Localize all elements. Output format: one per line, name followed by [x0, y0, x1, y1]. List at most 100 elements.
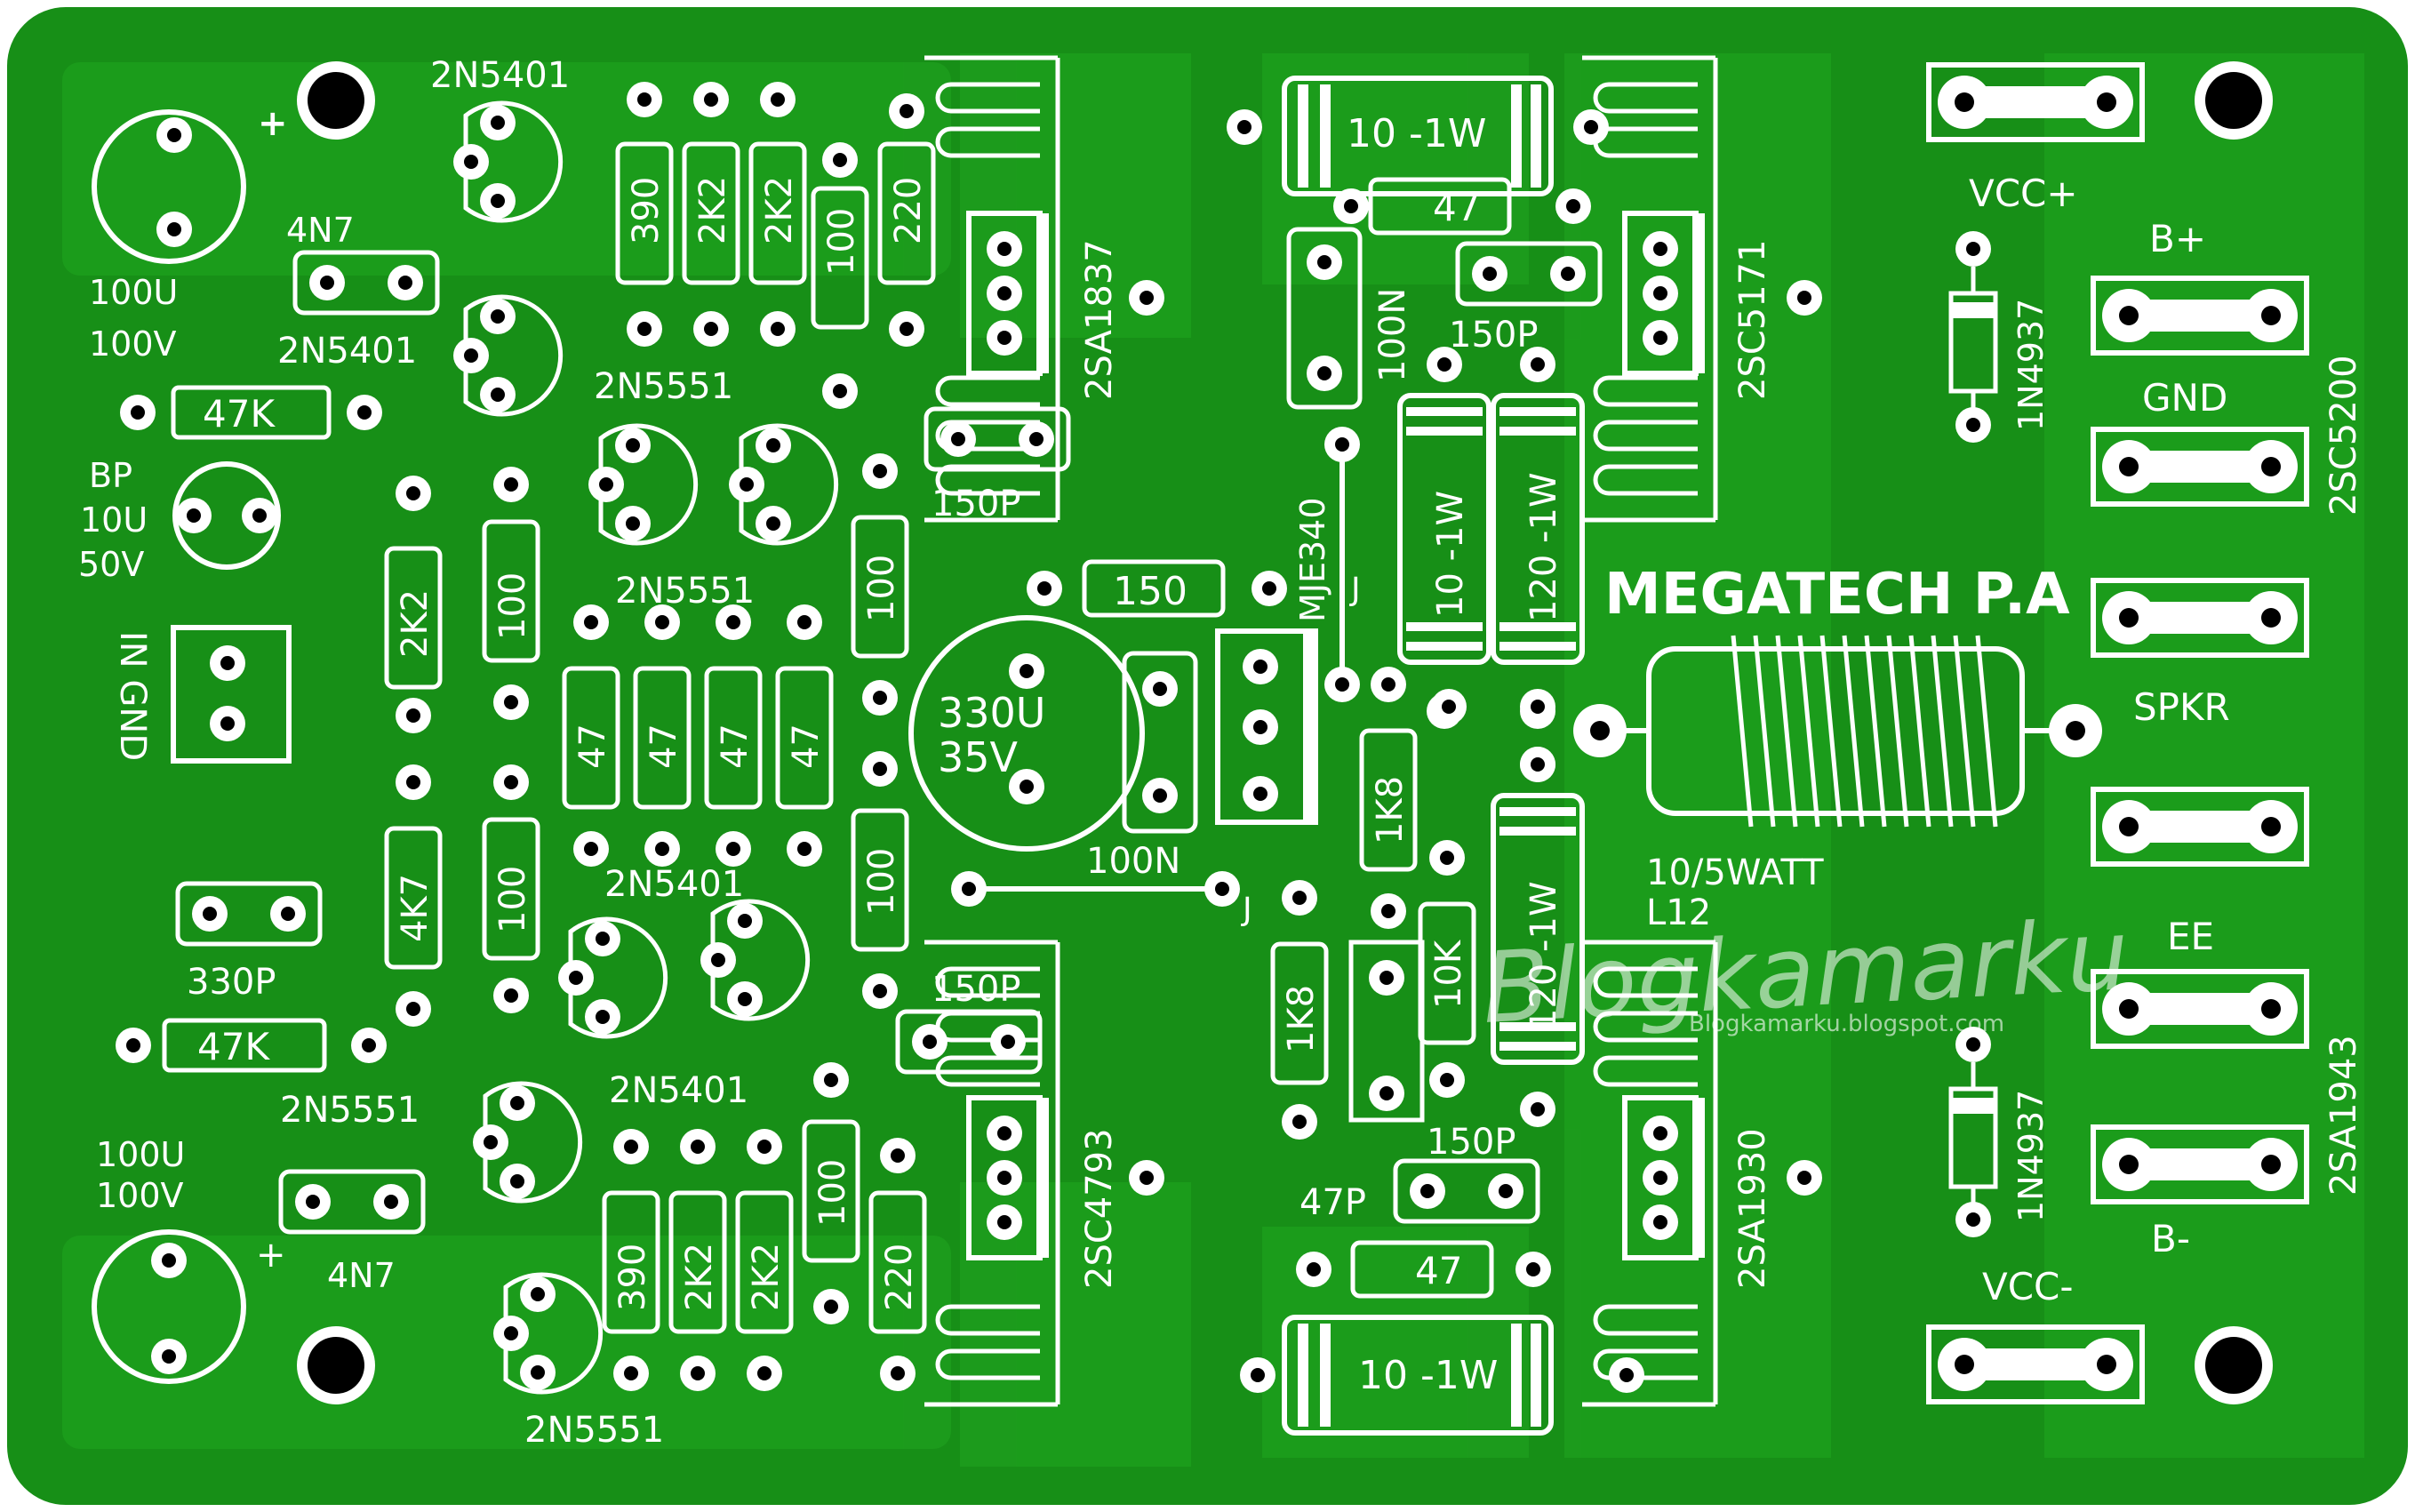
label-10-1w: 10 -1W — [1347, 111, 1486, 156]
label-100n: 100N — [1372, 288, 1413, 382]
resistor-47k-top — [120, 385, 382, 440]
label-coil-name: L12 — [1646, 892, 1711, 933]
label-150p: 150P — [1449, 315, 1538, 356]
heatsink-screw — [1129, 1160, 1164, 1196]
label-1n4937: 1N4937 — [2011, 299, 2051, 431]
label-47: 47 — [572, 724, 613, 769]
label-b-minus: B- — [2151, 1217, 2190, 1260]
label-120-1w: 120 -1W — [1523, 473, 1564, 623]
plus-marker: + — [256, 1235, 286, 1276]
label-150p: 150P — [932, 484, 1020, 524]
label-4k7: 4K7 — [395, 874, 436, 942]
label-1k8: 1K8 — [1370, 776, 1411, 844]
label-2n5401: 2N5401 — [609, 1070, 748, 1111]
label-4n7-bot: 4N7 — [327, 1256, 396, 1295]
label-100u-b: 100V — [89, 324, 177, 364]
resistor-10-1w-top — [1227, 76, 1609, 196]
label-47: 47 — [715, 724, 756, 769]
label-2k2: 2K2 — [759, 176, 800, 244]
diode-1n4937-bot — [1948, 1027, 1998, 1237]
label-47: 47 — [1415, 1249, 1462, 1292]
label-spkr: SPKR — [2133, 685, 2230, 729]
label-100u-a: 100U — [89, 273, 178, 312]
capacitor-bp — [172, 461, 281, 570]
mounting-hole — [2195, 1326, 2273, 1404]
pad — [1520, 747, 1555, 782]
label-100: 100 — [861, 555, 902, 622]
label-2n5551: 2N5551 — [280, 1090, 420, 1131]
label-2sc4793: 2SC4793 — [1079, 1128, 1120, 1289]
trimmer-pads — [1348, 940, 1425, 1123]
label-b-plus: B+ — [2149, 217, 2206, 260]
mounting-hole — [297, 1326, 375, 1404]
board-title: MEGATECH P.A — [1604, 562, 2070, 628]
label-coil-rating: 10/5WATT — [1646, 852, 1824, 893]
label-2k2: 2K2 — [746, 1243, 787, 1311]
label-150p: 150P — [1427, 1122, 1515, 1163]
label-120-1w: 120 -1W — [1523, 882, 1564, 1032]
label-10-1w: 10 -1W — [1358, 1353, 1498, 1398]
capacitor-100n-top — [1286, 227, 1363, 410]
label-10-1w: 10 -1W — [1430, 491, 1471, 618]
label-2k2: 2K2 — [692, 176, 733, 244]
label-2sa1943: 2SA1943 — [2323, 1035, 2364, 1196]
mounting-hole — [297, 61, 375, 140]
label-1n4937: 1N4937 — [2011, 1090, 2051, 1222]
label-gnd: GND — [2142, 376, 2227, 420]
label-330p: 330P — [187, 962, 276, 1003]
label-50v: 50V — [78, 545, 144, 584]
label-jumper: J — [1241, 892, 1252, 928]
label-100: 100 — [812, 1159, 853, 1227]
label-47: 47 — [786, 724, 827, 769]
capacitor-100u-bot — [92, 1229, 246, 1384]
label-100: 100 — [492, 866, 533, 933]
label-10u: 10U — [80, 500, 148, 540]
label-2k2: 2K2 — [679, 1243, 720, 1311]
input-terminal — [171, 625, 292, 764]
label-in-gnd: IN GND — [112, 631, 153, 761]
label-47k-bot: 47K — [197, 1025, 270, 1068]
label-mje340: MJE340 — [1293, 497, 1332, 622]
label-47k-top: 47K — [203, 392, 276, 436]
label-2n5401: 2N5401 — [277, 331, 417, 372]
pad — [1431, 689, 1467, 724]
label-47p: 47P — [1299, 1182, 1366, 1223]
label-2n5551: 2N5551 — [524, 1410, 664, 1451]
capacitor-330u — [908, 615, 1145, 852]
label-2k2: 2K2 — [395, 589, 436, 658]
diode-1n4937-top — [1948, 231, 1998, 443]
label-bp: BP — [89, 456, 132, 495]
watermark-url: Blogkamarku.blogspot.com — [1689, 1011, 2004, 1037]
label-100: 100 — [861, 848, 902, 916]
label-100u-b: 100V — [96, 1176, 184, 1215]
jumper-wire — [951, 871, 1240, 907]
label-220: 220 — [879, 1244, 920, 1311]
jumper-wire — [1324, 427, 1360, 702]
transistor-mje340 — [1215, 628, 1318, 825]
label-220: 220 — [888, 177, 929, 244]
label-2n5551: 2N5551 — [594, 366, 733, 407]
heatsink-screw — [1787, 280, 1822, 316]
label-vcc-plus: VCC+ — [1969, 172, 2078, 215]
label-150p: 150P — [932, 969, 1020, 1010]
label-vcc-minus: VCC- — [1982, 1265, 2074, 1308]
label-47: 47 — [644, 724, 684, 769]
label-390: 390 — [612, 1244, 653, 1311]
label-jumper: J — [1349, 572, 1361, 608]
label-4n7-top: 4N7 — [286, 211, 355, 250]
label-100: 100 — [821, 208, 862, 276]
label-390: 390 — [626, 177, 667, 244]
label-2n5401: 2N5401 — [430, 55, 570, 96]
output-coil — [1573, 635, 2102, 828]
label-ee: EE — [2167, 915, 2214, 958]
label-1k8: 1K8 — [1281, 985, 1322, 1053]
label-47: 47 — [1433, 186, 1480, 229]
label-2sa1837: 2SA1837 — [1079, 239, 1120, 400]
label-100n: 100N — [1086, 841, 1180, 882]
mounting-hole — [2195, 61, 2273, 140]
pad — [1520, 689, 1555, 724]
resistor-120-1w — [1491, 347, 1585, 729]
resistor-10-1w-bot — [1240, 1315, 1644, 1436]
label-10k: 10K — [1428, 939, 1469, 1009]
